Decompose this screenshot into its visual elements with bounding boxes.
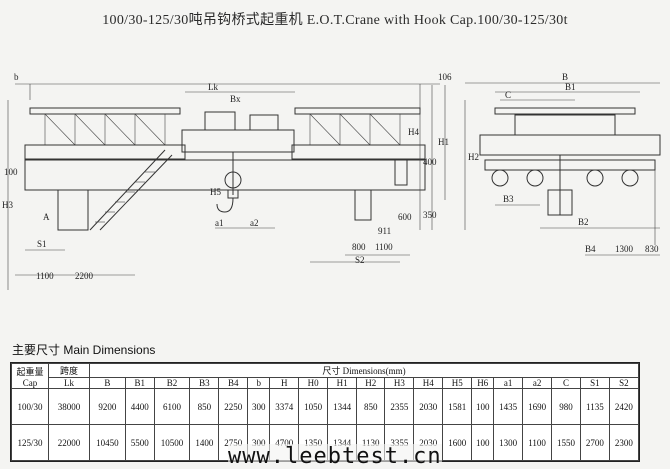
header-span: 跨度 <box>48 363 90 378</box>
crane-elevation-drawing: b Lk Bx 106 100 H3 A S1 1100 2200 a1 a2 … <box>2 72 661 290</box>
dim-B3: B3 <box>503 194 514 204</box>
cell-value: 9200 <box>89 388 126 425</box>
column-header: H <box>269 377 300 389</box>
cell-value: 1600 <box>442 424 473 461</box>
column-header: H0 <box>298 377 329 389</box>
cell-value: 1135 <box>579 388 610 425</box>
cell-value: 2355 <box>384 388 415 425</box>
cell-capacity: 100/30 <box>11 388 49 425</box>
column-header: a2 <box>522 377 553 389</box>
column-header: S1 <box>579 377 610 389</box>
cell-value: 1344 <box>327 388 358 425</box>
dim-B1: B1 <box>565 82 576 92</box>
dim-1100-b: 1100 <box>375 242 393 252</box>
dim-Lk: Lk <box>208 82 218 92</box>
section-title: 主要尺寸 Main Dimensions <box>12 343 156 357</box>
table-header-row: 起重量 Cap 跨度 尺寸 Dimensions(mm) <box>11 363 639 389</box>
dim-400: 400 <box>423 157 437 167</box>
cell-span: 38000 <box>48 388 90 425</box>
dim-830: 830 <box>645 244 659 254</box>
dim-B2: B2 <box>578 217 589 227</box>
dim-1100: 1100 <box>36 271 54 281</box>
dim-600: 600 <box>398 212 412 222</box>
header-lk: Lk <box>48 377 90 389</box>
dim-100: 100 <box>4 167 18 177</box>
cell-value: 100 <box>471 424 495 461</box>
dim-S2: S2 <box>355 255 365 265</box>
column-header: a1 <box>493 377 524 389</box>
cell-value: 1300 <box>493 424 524 461</box>
cell-capacity: 125/30 <box>11 424 49 461</box>
column-header: B <box>89 377 126 389</box>
cell-value: 980 <box>551 388 581 425</box>
dim-H2: H2 <box>468 152 479 162</box>
cell-span: 22000 <box>48 424 90 461</box>
column-header: H4 <box>413 377 444 389</box>
cell-value: 4400 <box>124 388 155 425</box>
dim-B: B <box>562 72 568 82</box>
dim-2200: 2200 <box>75 271 94 281</box>
cell-value: 300 <box>247 388 271 425</box>
cell-value: 2420 <box>608 388 640 425</box>
cell-value: 850 <box>189 388 220 425</box>
end-elevation-view <box>464 82 661 256</box>
column-header: C <box>551 377 581 389</box>
column-header: S2 <box>608 377 640 389</box>
label-A: A <box>43 212 50 222</box>
dim-350: 350 <box>423 210 437 220</box>
cell-value: 3374 <box>269 388 300 425</box>
column-header: B3 <box>189 377 220 389</box>
column-header: H3 <box>384 377 415 389</box>
column-header: B2 <box>153 377 191 389</box>
dimension-labels: b Lk Bx 106 100 H3 A S1 1100 2200 a1 a2 … <box>2 72 659 281</box>
cell-value: 1550 <box>551 424 581 461</box>
dim-1300: 1300 <box>615 244 634 254</box>
dim-a2: a2 <box>250 218 259 228</box>
cell-value: 1435 <box>493 388 524 425</box>
dim-b-top: b <box>14 72 19 82</box>
dim-911: 911 <box>378 226 391 236</box>
cell-value: 5500 <box>124 424 155 461</box>
dim-H4: H4 <box>408 127 419 137</box>
column-header: B1 <box>124 377 155 389</box>
header-capacity: 起重量 Cap <box>11 363 49 389</box>
column-header: b <box>247 377 271 389</box>
cell-value: 850 <box>356 388 386 425</box>
cell-value: 100 <box>471 388 495 425</box>
drawing-title: 100/30-125/30吨吊钩桥式起重机 E.O.T.Crane with H… <box>102 13 568 28</box>
side-elevation-view <box>7 83 446 290</box>
column-header: H2 <box>356 377 386 389</box>
dim-H1: H1 <box>438 137 449 147</box>
dim-S1: S1 <box>37 239 47 249</box>
cell-value: 2030 <box>413 388 444 425</box>
dim-H5: H5 <box>210 187 221 197</box>
column-header: B4 <box>218 377 249 389</box>
column-header: H6 <box>471 377 495 389</box>
header-dimensions: 尺寸 Dimensions(mm) <box>89 363 639 378</box>
cell-value: 2300 <box>608 424 640 461</box>
cell-value: 1050 <box>298 388 329 425</box>
dim-Bx: Bx <box>230 94 241 104</box>
cell-value: 1581 <box>442 388 473 425</box>
cell-value: 2700 <box>579 424 610 461</box>
dim-H3: H3 <box>2 200 13 210</box>
cell-value: 1690 <box>522 388 553 425</box>
column-header: H5 <box>442 377 473 389</box>
dim-C: C <box>505 90 511 100</box>
column-header: H1 <box>327 377 358 389</box>
dim-a1: a1 <box>215 218 224 228</box>
cell-value: 1400 <box>189 424 220 461</box>
dim-106: 106 <box>438 72 452 82</box>
dim-B4: B4 <box>585 244 596 254</box>
cell-value: 1100 <box>522 424 553 461</box>
cell-value: 6100 <box>153 388 191 425</box>
cell-value: 10500 <box>153 424 191 461</box>
dim-800: 800 <box>352 242 366 252</box>
cell-value: 2250 <box>218 388 249 425</box>
watermark: www.leebtest.cn <box>228 444 442 469</box>
cell-value: 10450 <box>89 424 126 461</box>
